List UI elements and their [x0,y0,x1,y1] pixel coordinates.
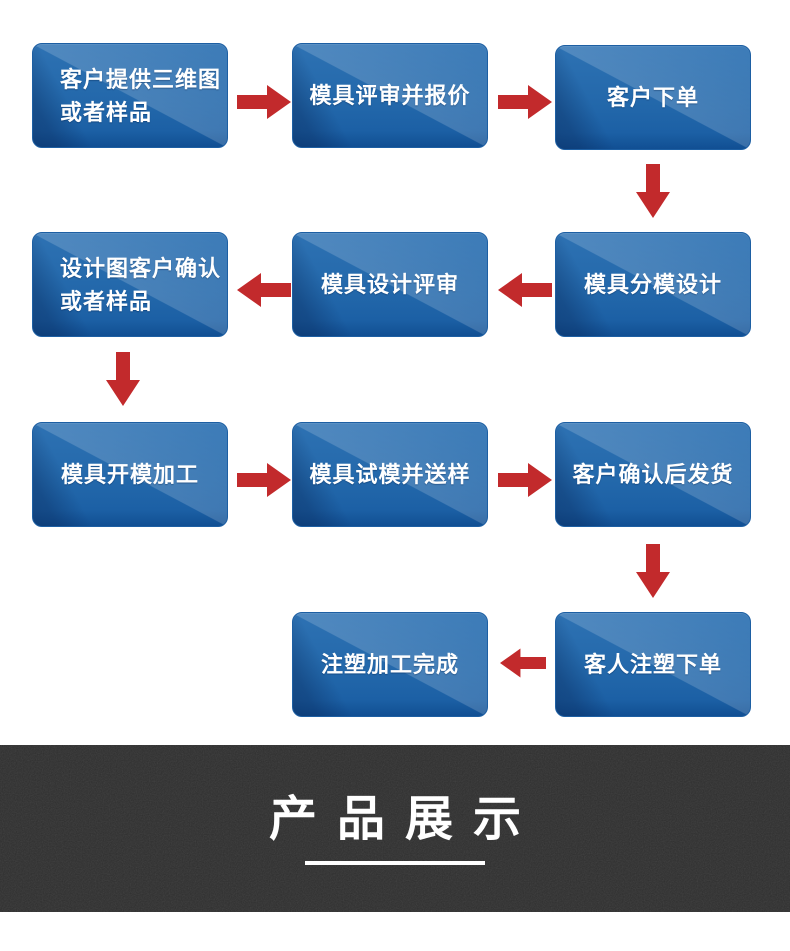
flow-step-text: 模具评审并报价 [309,79,470,112]
arrow-down-icon [636,164,670,218]
flow-step-injection-order: 客人注塑下单 [555,612,751,717]
flow-step-label: 客户下单 [606,85,699,110]
flow-step-confirm-ship: 客户确认后发货 [555,422,751,527]
flow-step-text: 客户下单 [607,81,699,114]
arrow-left-icon [237,273,291,307]
banner-content: 产品展示 [0,745,790,912]
arrow-shape [106,352,140,406]
arrow-shape [498,463,552,497]
banner-underline [305,860,485,865]
banner-title: 产品展示 [268,792,541,846]
product-showcase-banner: 产品展示 [0,745,790,912]
flow-step-customer-order: 客户下单 [555,45,751,150]
arrow-shape [500,648,546,678]
flow-step-text: 注塑加工完成 [321,648,459,681]
arrow-shape [237,273,291,307]
flow-step-label: 客人注塑下单 [583,652,722,677]
flow-step-text: 设计图客户确认 或者样品 [33,252,221,318]
flow-step-customer-provides-3d: 客户提供三维图 或者样品 [32,43,228,148]
arrow-down-icon [636,544,670,598]
flow-step-label: 模具试模并送样 [309,462,471,487]
arrow-shape [636,544,670,598]
flow-step-text: 模具试模并送样 [309,458,470,491]
arrow-right-icon [498,463,552,497]
arrow-shape [237,85,291,119]
flow-step-label: 客户确认后发货 [572,462,734,487]
flow-step-label: 或者样品 [60,99,153,125]
arrow-shape [636,164,670,218]
flow-step-text: 模具开模加工 [61,458,199,491]
flow-step-label: 模具分模设计 [583,272,722,297]
flow-step-mold-making: 模具开模加工 [32,422,228,527]
flow-step-design-confirm: 设计图客户确认 或者样品 [32,232,228,337]
flow-step-label: 设计图客户确认 [60,255,222,281]
arrow-left-icon [498,273,552,307]
noise-texture [0,745,790,912]
flow-step-mold-trial-sample: 模具试模并送样 [292,422,488,527]
arrow-right-icon [237,463,291,497]
flow-step-label: 模具评审并报价 [309,83,471,108]
flow-step-injection-done: 注塑加工完成 [292,612,488,717]
arrow-shape [498,273,552,307]
flow-step-mold-review-quote: 模具评审并报价 [292,43,488,148]
flow-step-label: 注塑加工完成 [320,652,459,677]
flow-step-label: 模具开模加工 [60,462,199,487]
flow-step-label: 模具设计评审 [320,272,459,297]
arrow-left-icon [500,648,546,678]
flow-step-text: 客户确认后发货 [572,458,733,491]
flow-step-text: 模具分模设计 [584,268,722,301]
flow-step-text: 客人注塑下单 [584,648,722,681]
arrow-down-icon [106,352,140,406]
flow-step-text: 模具设计评审 [321,268,459,301]
flow-step-mold-design-review: 模具设计评审 [292,232,488,337]
arrow-shape [498,85,552,119]
arrow-shape [237,463,291,497]
flow-step-text: 客户提供三维图 或者样品 [33,63,221,129]
flow-step-label: 客户提供三维图 [60,66,222,92]
arrow-right-icon [498,85,552,119]
flow-step-mold-parting-design: 模具分模设计 [555,232,751,337]
arrow-right-icon [237,85,291,119]
flow-step-label: 或者样品 [60,288,153,314]
